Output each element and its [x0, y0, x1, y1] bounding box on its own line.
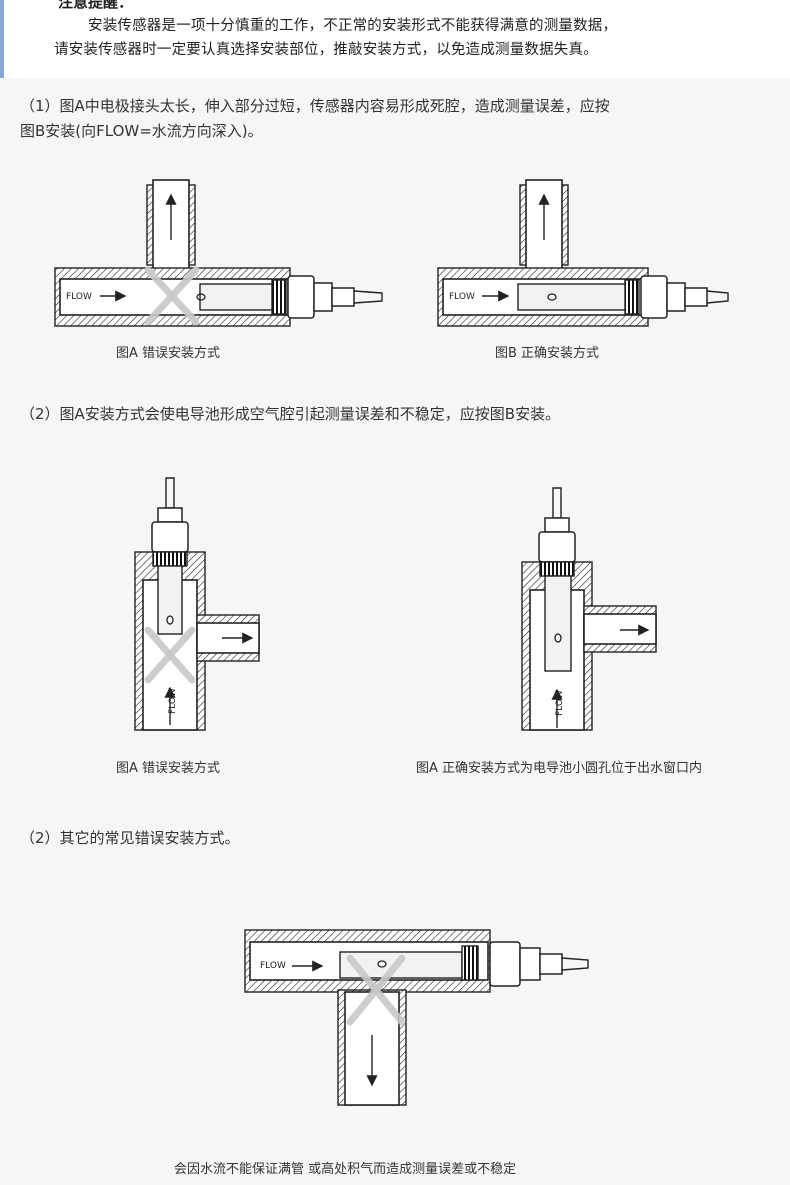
probe-cable — [353, 290, 383, 304]
flow-label: FLOW — [449, 292, 475, 302]
s1-figure-a: FLOW — [54, 179, 383, 327]
probe-cable — [706, 290, 729, 304]
probe-cable — [165, 477, 175, 509]
section3-caption: 会因水流不能保证满管 或高处积气而造成测量误差或不稳定 — [174, 1162, 517, 1177]
intro-line-1: 安装传感器是一项十分慎重的工作，不正常的安装形式不能获得满意的测量数据， — [88, 18, 618, 34]
probe-nut — [151, 521, 189, 553]
probe-nut — [538, 531, 576, 563]
probe-cable — [552, 487, 562, 519]
section1-caption-b: 图B 正确安装方式 — [495, 346, 600, 361]
intro-panel: 注意提醒： 安装传感器是一项十分慎重的工作，不正常的安装形式不能获得满意的测量数… — [0, 0, 790, 78]
section1-text-2: 图B安装(向FLOW=水流方向深入)。 — [20, 122, 263, 140]
probe-thread — [624, 279, 640, 315]
probe-connector — [684, 287, 708, 307]
probe-body — [544, 575, 572, 672]
probe-hole — [377, 960, 387, 968]
probe-nut — [489, 941, 521, 987]
probe-fitting — [666, 282, 686, 312]
probe-body — [517, 283, 629, 311]
section2-caption-a: 图A 错误安装方式 — [116, 761, 221, 776]
probe-cable — [561, 957, 589, 971]
s1-figure-b: FLOW — [437, 179, 729, 327]
s3-figure: FLOW — [244, 929, 589, 1106]
probe-nut — [287, 275, 315, 319]
probe-nut — [640, 275, 668, 319]
flow-label: FLOW — [260, 961, 286, 971]
probe-hole — [547, 293, 557, 301]
probe-body — [157, 565, 183, 635]
intro-line-2: 请安装传感器时一定要认真选择安装部位，推敲安装方式，以免造成测量数据失真。 — [54, 42, 598, 58]
probe-hole — [196, 293, 206, 301]
probe-connector — [331, 287, 355, 307]
probe-connector — [157, 507, 183, 523]
wrong-x-icon-2 — [346, 954, 406, 1026]
probe-thread — [152, 551, 188, 567]
probe-thread — [461, 945, 479, 981]
wrong-x-icon-2 — [144, 266, 200, 326]
s2-figure-b: FLOW — [521, 487, 657, 731]
section1-caption-a: 图A 错误安装方式 — [116, 346, 221, 361]
intro-heading: 注意提醒： — [58, 0, 134, 11]
section3-text-1: （2）其它的常见错误安装方式。 — [20, 829, 240, 847]
flow-label: FLOW — [555, 690, 565, 716]
probe-connector — [539, 953, 563, 975]
section2-caption-b: 图A 正确安装方式为电导池小圆孔位于出水窗口内 — [416, 761, 703, 776]
side-bore — [583, 613, 657, 645]
probe-fitting — [519, 947, 541, 981]
probe-body — [199, 283, 276, 311]
probe-hole — [554, 633, 562, 643]
flow-label: FLOW — [168, 688, 178, 714]
probe-hole — [166, 615, 174, 625]
section1-text-1: （1）图A中电极接头太长，伸入部分过短，传感器内容易形成死腔，造成测量误差，应按 — [20, 97, 610, 115]
probe-connector — [544, 517, 570, 533]
probe-thread — [271, 279, 287, 315]
probe-thread — [539, 561, 575, 577]
section2-text-1: （2）图A安装方式会使电导池形成空气腔引起测量误差和不稳定，应按图B安装。 — [20, 405, 561, 423]
accent-bar — [0, 0, 4, 78]
s2-figure-a: FLOW — [134, 477, 260, 731]
probe-fitting — [313, 282, 333, 312]
flow-label: FLOW — [66, 292, 92, 302]
wrong-x-icon-2 — [144, 626, 196, 684]
